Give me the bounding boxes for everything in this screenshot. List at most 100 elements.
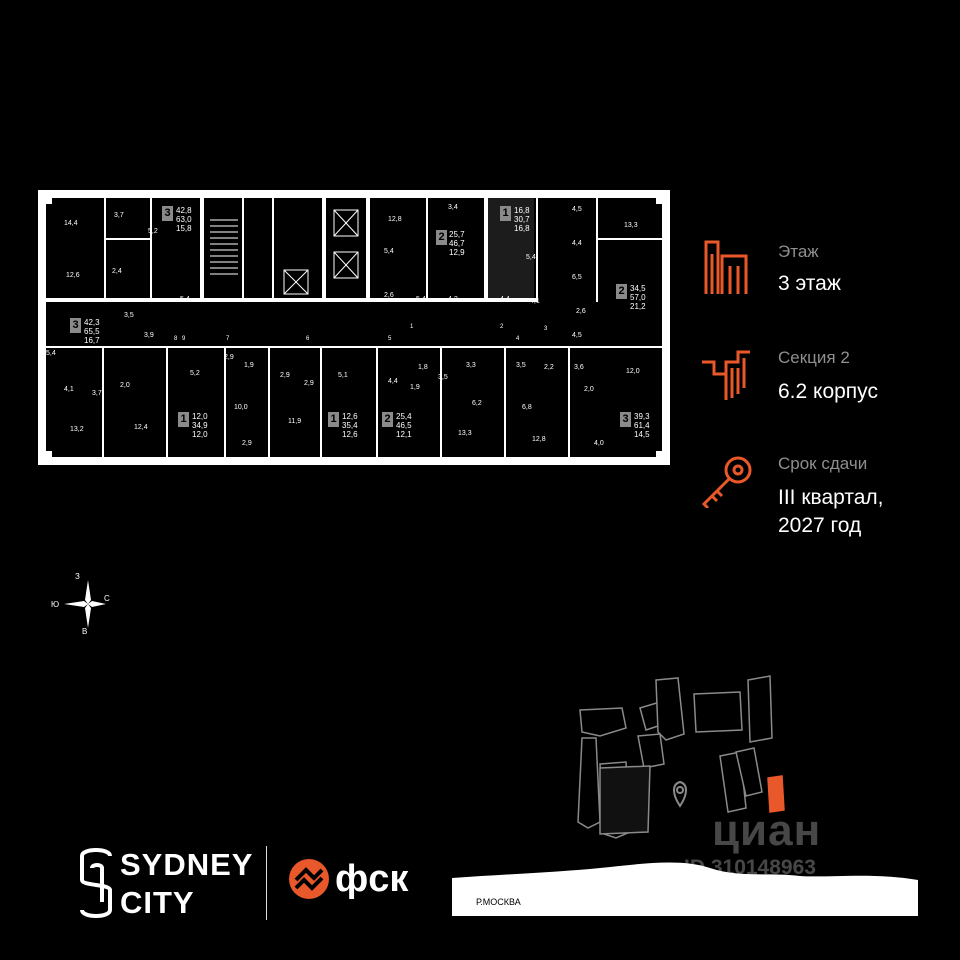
unit-rooms-badge: 1 [500, 206, 511, 221]
door-number: 1 [410, 324, 414, 330]
door-number: 2 [500, 324, 504, 330]
room-area: 2,2 [544, 364, 554, 371]
room-area: 11,9 [288, 418, 302, 425]
unit-rooms-badge: 3 [620, 412, 631, 427]
watermark-id: ID 310148963 [684, 856, 816, 879]
unit-rooms-badge: 2 [616, 284, 627, 299]
room-area: 3,5 [516, 362, 526, 369]
room-area: 3,6 [574, 364, 584, 371]
compass-east: С [104, 594, 110, 603]
room-area: 5,4 [416, 296, 426, 303]
room-area: 14,4 [64, 220, 78, 227]
building-floor-icon [704, 240, 748, 294]
logo-divider [266, 846, 267, 920]
deadline-line2: 2027 год [778, 514, 862, 537]
room-area: 3,4 [448, 204, 458, 211]
room-area: 6,5 [572, 274, 582, 281]
room-area: 6,2 [472, 400, 482, 407]
door-number: 7 [226, 336, 230, 342]
room-area: 1,8 [418, 364, 428, 371]
room-area: 2,4 [112, 268, 122, 275]
sydney-city-logo-icon [80, 848, 112, 918]
unit-rooms-badge: 3 [70, 318, 81, 333]
sydney-city-wordmark: SYDNEY CITY [120, 847, 254, 920]
room-area: 4,1 [64, 386, 74, 393]
door-number: 3 [544, 326, 548, 332]
unit-rooms-badge: 3 [162, 206, 173, 221]
room-area: 13,3 [624, 222, 638, 229]
room-area: 4,0 [594, 440, 604, 447]
room-area: 2,6 [384, 292, 394, 299]
floor-label: Этаж [778, 242, 819, 261]
compass-north: З [75, 572, 80, 581]
room-area: 2,9 [280, 372, 290, 379]
room-area: 5,4 [384, 248, 394, 255]
room-area: 5,2 [190, 370, 200, 377]
room-area: 2,6 [576, 308, 586, 315]
site-map [452, 675, 918, 916]
room-area: 12,4 [134, 424, 148, 431]
section-value: 6.2 корпус [778, 380, 878, 403]
room-area: 2,9 [224, 354, 234, 361]
room-area: 4,2 [448, 296, 458, 303]
door-number: 6 [306, 336, 310, 342]
key-icon [701, 456, 752, 508]
current-building-marker [767, 775, 785, 813]
compass: З В Ю С [48, 572, 128, 636]
unit-rooms-badge: 2 [382, 412, 393, 427]
room-area: 5,4 [180, 296, 190, 303]
deadline-label: Срок сдачи [778, 454, 868, 473]
unit-rooms-badge: 2 [436, 230, 447, 245]
room-area: 2,0 [584, 386, 594, 393]
room-area: 12,8 [532, 436, 546, 443]
room-area: 10,0 [234, 404, 248, 411]
door-number: 4 [516, 336, 520, 342]
room-area: 5,2 [148, 228, 158, 235]
door-number: 9 [182, 336, 186, 342]
section-label: Секция 2 [778, 348, 850, 367]
room-area: 2,9 [242, 440, 252, 447]
room-area: 3,9 [144, 332, 154, 339]
room-area: 6,8 [522, 404, 532, 411]
room-area: 1,9 [244, 362, 254, 369]
compass-rose-icon [64, 580, 106, 628]
room-area: 3,7 [114, 212, 124, 219]
room-area: 4,1 [530, 298, 540, 305]
room-area: 2,9 [304, 380, 314, 387]
stairs-section-icon [702, 350, 750, 400]
compass-south: В [82, 627, 88, 636]
room-area: 13,3 [458, 430, 472, 437]
fsk-wordmark: фск [335, 858, 409, 900]
watermark-word: циан [712, 806, 822, 855]
room-area: 4,5 [572, 332, 582, 339]
room-area: 3,3 [466, 362, 476, 369]
room-area: 3,5 [124, 312, 134, 319]
door-number: 8 [174, 336, 178, 342]
unit-rooms-badge: 1 [328, 412, 339, 427]
room-area: 5,4 [526, 254, 536, 261]
room-area: 5,1 [338, 372, 348, 379]
room-area: 1,9 [410, 384, 420, 391]
room-area: 4,4 [388, 378, 398, 385]
location-pin-icon [673, 780, 687, 808]
room-area: 12,0 [626, 368, 640, 375]
river-label: Р.МОСКВА [476, 897, 521, 907]
room-area: 3,7 [92, 390, 102, 397]
room-area: 4,4 [500, 296, 510, 303]
compass-west: Ю [51, 600, 60, 609]
door-number: 5 [388, 336, 392, 342]
room-area: 5,4 [46, 350, 56, 357]
room-area: 3,5 [438, 374, 448, 381]
floor-value: 3 этаж [778, 272, 841, 295]
floor-plan-drawing [38, 190, 670, 465]
